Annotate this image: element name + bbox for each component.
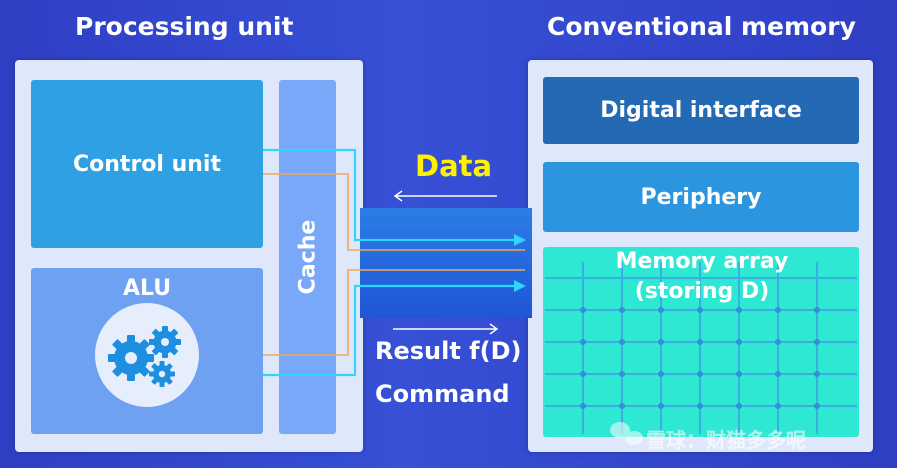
cyan-wires	[263, 148, 516, 377]
result-arrow	[393, 323, 499, 335]
conventional-memory-title: Conventional memory	[547, 12, 856, 41]
orange-wires	[263, 173, 525, 356]
wechat-icon	[610, 422, 643, 445]
digital-interface-block: Digital interface	[543, 77, 859, 144]
alu-label: ALU	[122, 276, 172, 301]
control-unit-label: Control unit	[73, 151, 221, 177]
digital-interface-label: Digital interface	[600, 98, 802, 123]
arrow-heads	[514, 234, 526, 292]
command-label: Command	[375, 380, 510, 408]
periphery-block: Periphery	[543, 162, 859, 232]
watermark-text: 雪球：财猫多多呢	[646, 428, 806, 452]
gears-icon	[95, 303, 199, 407]
processing-unit-title: Processing unit	[75, 12, 294, 41]
memory-array-nodes	[580, 307, 820, 409]
result-label: Result f(D)	[375, 337, 522, 365]
data-label: Data	[415, 149, 493, 183]
periphery-label: Periphery	[640, 184, 762, 210]
control-unit-block: Control unit	[31, 80, 263, 248]
memory-array-label: Memory array	[615, 249, 789, 274]
memory-array-sublabel: (storing D)	[634, 279, 770, 304]
data-arrow	[393, 190, 497, 202]
bus-band	[360, 208, 532, 318]
